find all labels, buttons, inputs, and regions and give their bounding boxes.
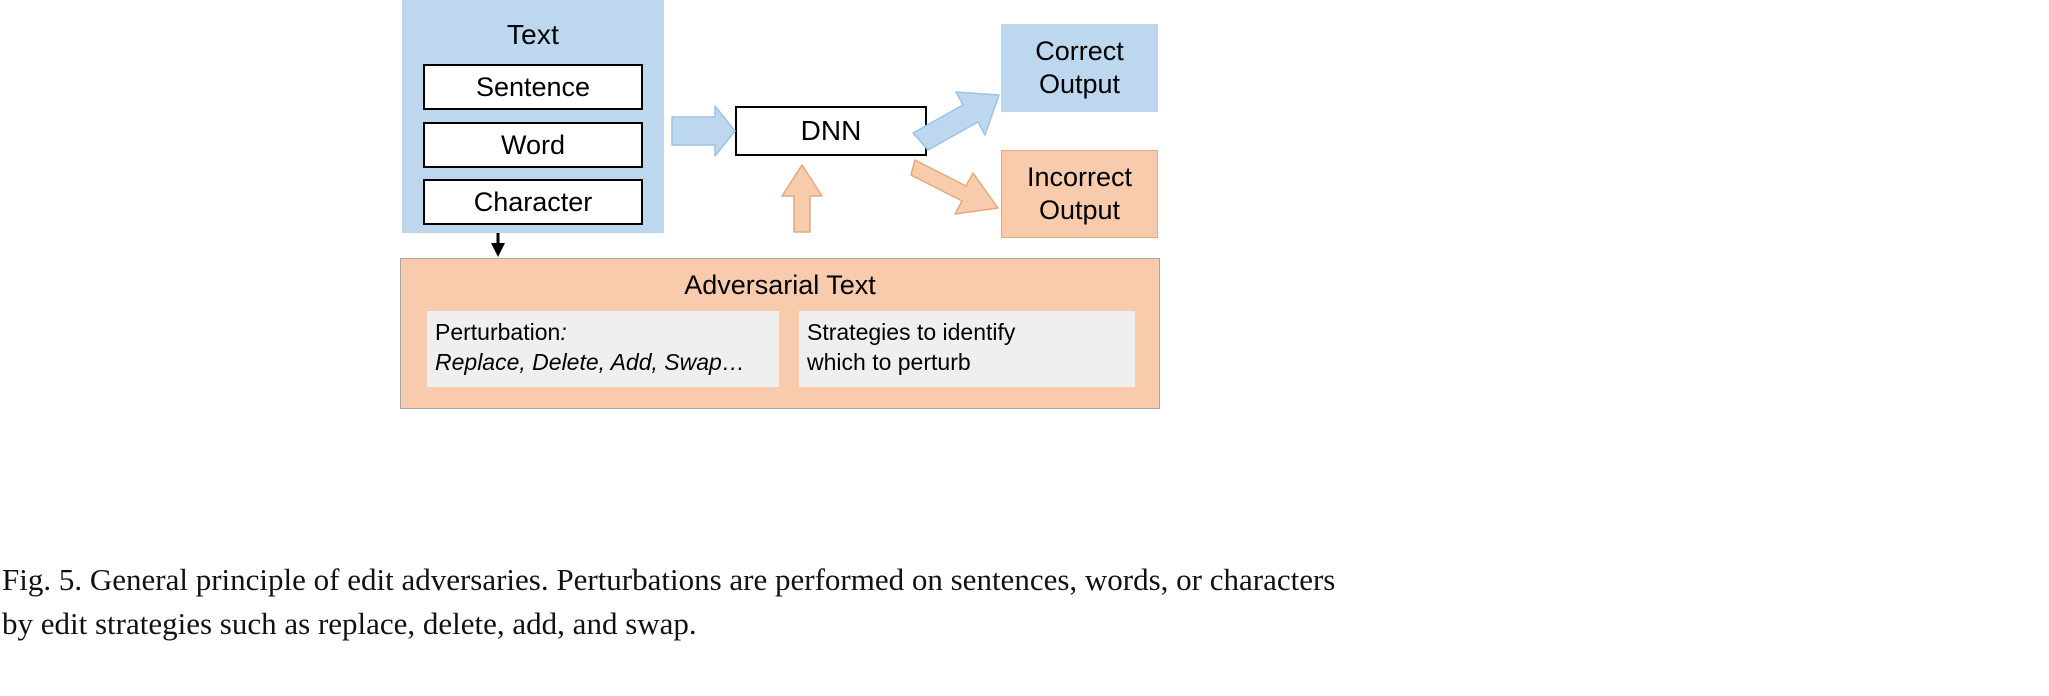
incorrect-output-line1: Incorrect	[1026, 162, 1133, 192]
figure-diagram: Text Sentence Word Character DNN Correct…	[400, 0, 1160, 409]
orange-up-arrow-icon	[781, 164, 823, 233]
perturbation-cell: Perturbation: Replace, Delete, Add, Swap…	[427, 311, 779, 387]
figure-caption: Fig. 5. General principle of edit advers…	[2, 558, 2047, 646]
strategies-line1: Strategies to identify	[807, 319, 1016, 345]
adversarial-text-panel: Adversarial Text Perturbation: Replace, …	[400, 258, 1160, 409]
strategies-line2: which to perturb	[807, 349, 971, 375]
incorrect-output-box: Incorrect Output	[1001, 150, 1158, 238]
correct-output-line1: Correct	[1035, 36, 1124, 66]
text-panel-title: Text	[506, 19, 560, 50]
level-box-sentence: Sentence	[423, 64, 643, 110]
dnn-box: DNN	[735, 106, 927, 156]
incorrect-output-line2: Output	[1038, 195, 1121, 225]
blue-diagonal-up-arrow-icon	[912, 91, 1000, 151]
perturbation-heading: Perturbation	[435, 319, 561, 345]
arrow-layer	[491, 91, 1000, 257]
strategies-cell: Strategies to identify which to perturb	[799, 311, 1135, 387]
black-down-arrow-icon	[491, 233, 505, 257]
level-box-word: Word	[423, 122, 643, 168]
orange-diagonal-down-arrow-icon	[910, 159, 999, 215]
text-panel: Text Sentence Word Character	[402, 0, 664, 233]
perturbation-heading-row: Perturbation:	[435, 317, 771, 347]
blue-right-arrow-icon	[671, 105, 736, 157]
caption-line-1: Fig. 5. General principle of edit advers…	[2, 562, 1336, 597]
caption-line-2: by edit strategies such as replace, dele…	[2, 606, 697, 641]
level-box-character: Character	[423, 179, 643, 225]
adversarial-text-title: Adversarial Text	[684, 270, 876, 300]
correct-output-line2: Output	[1038, 69, 1121, 99]
perturbation-colon: :	[560, 319, 567, 345]
correct-output-box: Correct Output	[1001, 24, 1158, 112]
perturbation-detail: Replace, Delete, Add, Swap…	[435, 349, 745, 375]
